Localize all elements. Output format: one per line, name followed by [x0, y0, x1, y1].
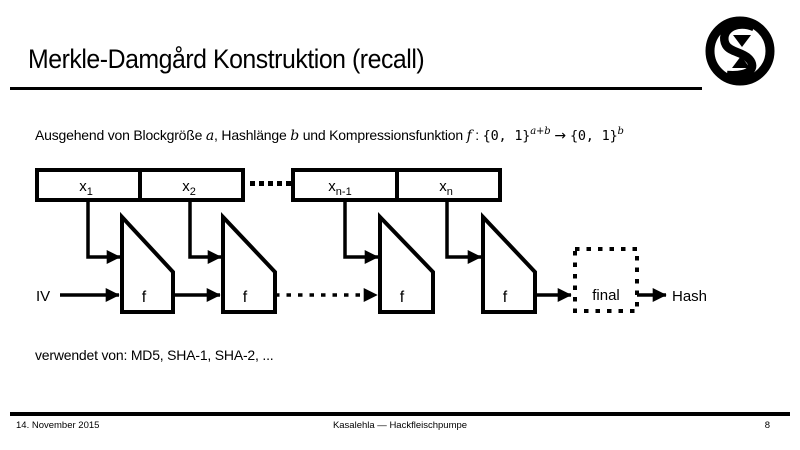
used-by-text: verwendet von: MD5, SHA-1, SHA-2, ...: [35, 347, 274, 363]
connector-x1-to-f1: [86, 202, 121, 264]
slide-title: Merkle-Damgård Konstruktion (recall): [28, 44, 425, 74]
intro-seg3: und Kompressionsfunktion: [299, 127, 467, 143]
var-b: b: [290, 128, 300, 144]
block-xn-1-label: xn-1: [328, 178, 351, 198]
hash-output-label: Hash: [672, 288, 707, 305]
final-label: final: [592, 287, 620, 304]
footer-rule: [10, 412, 790, 416]
block-xn-label: xn: [439, 178, 453, 198]
title-underline: [10, 87, 702, 90]
footer-date: 14. November 2015: [16, 420, 100, 431]
connector-xn-1-to-f3: [343, 202, 379, 264]
codomain-set: {0, 1}: [569, 128, 618, 144]
block-x2: [138, 168, 245, 202]
f1-label: f: [142, 289, 147, 306]
intro-seg2: , Hashlänge: [214, 127, 291, 143]
intro-lead: Ausgehend von Blockgröße: [35, 127, 206, 143]
footer-credit: Kasalehla — Hackfleischpumpe: [332, 420, 468, 431]
domain-set: {0, 1}: [482, 128, 531, 144]
intro-colon: :: [471, 127, 483, 143]
block-xn: [395, 168, 502, 202]
final-box: [573, 247, 639, 313]
logo-sand-bottom: [732, 56, 750, 68]
f-block-2: [221, 211, 277, 314]
codomain-exponent: b: [617, 126, 624, 137]
footer-page-number: 8: [764, 420, 770, 431]
hourglass-logo-icon: [705, 16, 775, 86]
footer: 14. November 2015 Kasalehla — Hackfleisc…: [0, 420, 800, 436]
maps-to-arrow: →: [554, 128, 566, 144]
f3-label: f: [400, 289, 405, 306]
logo-sand-top: [733, 35, 751, 47]
f-block-4: [481, 211, 537, 314]
message-block-row: [35, 168, 502, 202]
intro-text: Ausgehend von Blockgröße a, Hashlänge b …: [35, 126, 624, 144]
connector-xn-to-f4: [445, 202, 482, 264]
block-x1-label: x1: [79, 178, 93, 198]
iv-label: IV: [36, 288, 50, 305]
connector-x2-to-f2: [188, 202, 222, 264]
f2-label: f: [243, 289, 248, 306]
block-x2-label: x2: [182, 178, 196, 198]
logo-hourglass-curve: [720, 20, 757, 80]
merkle-damgard-diagram: x1 x2 xn-1 xn f f f f: [35, 168, 707, 314]
var-f: f: [466, 128, 472, 144]
f-block-3: [378, 212, 435, 314]
var-a: a: [205, 128, 215, 144]
domain-exponent: a+b: [530, 126, 551, 137]
block-ellipsis-dots: [250, 181, 291, 186]
f-block-1: [120, 211, 175, 314]
f4-label: f: [503, 289, 508, 306]
